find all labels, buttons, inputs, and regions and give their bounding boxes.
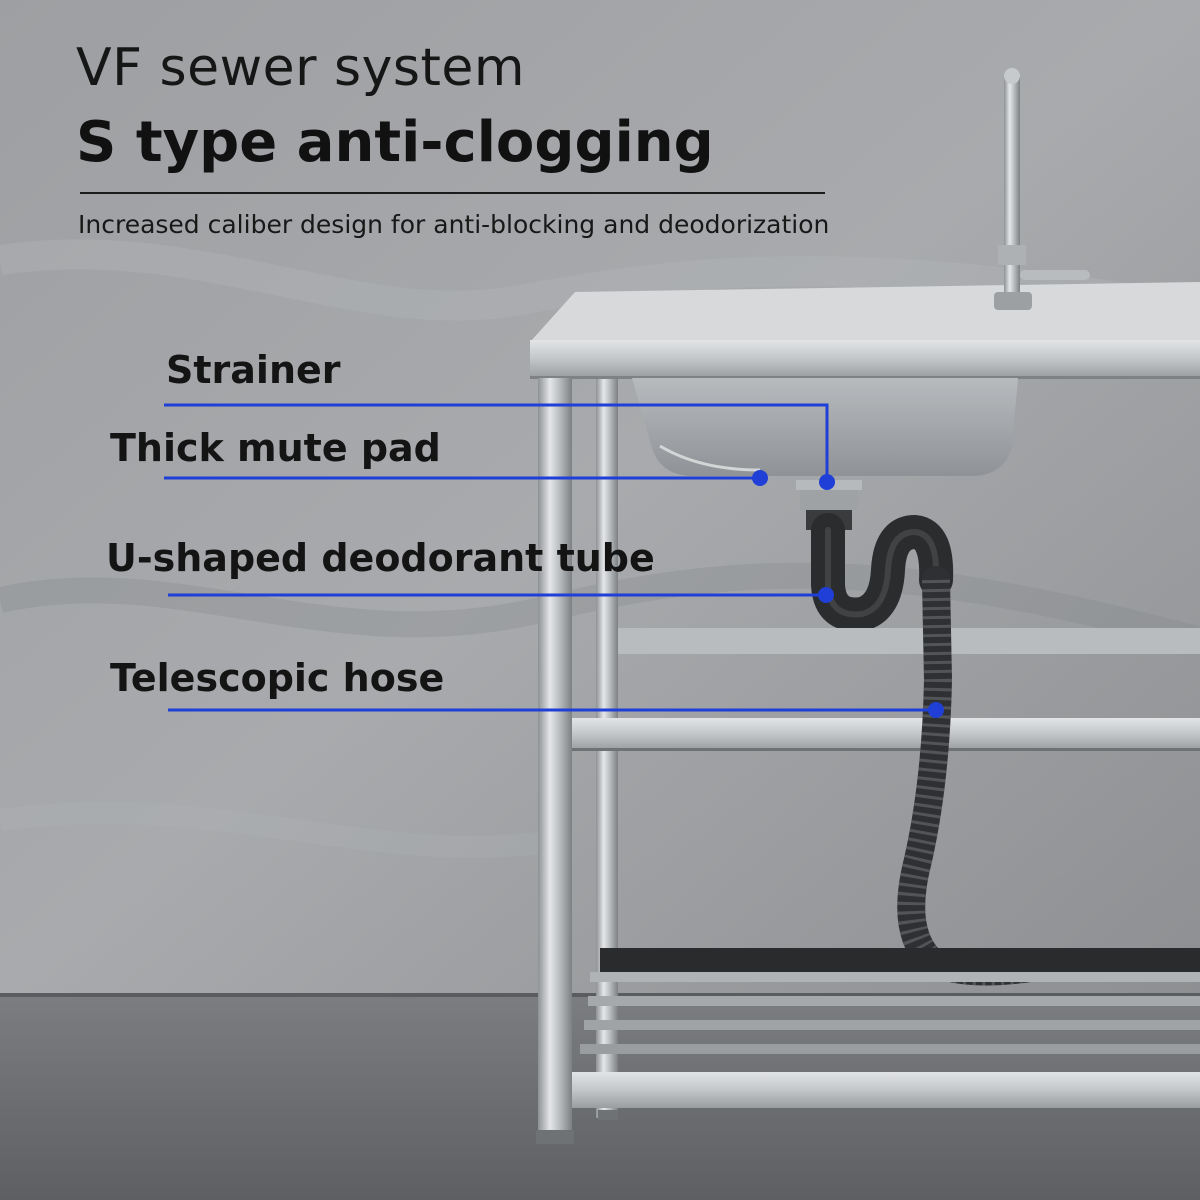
- callout-u-shaped-tube: U-shaped deodorant tube: [106, 536, 655, 580]
- callout-telescopic-hose: Telescopic hose: [110, 656, 445, 700]
- title-line-1: VF sewer system: [76, 38, 526, 98]
- callout-thick-mute-pad: Thick mute pad: [110, 426, 441, 470]
- title-line-2: S type anti-clogging: [76, 110, 714, 175]
- subtitle: Increased caliber design for anti-blocki…: [78, 210, 830, 239]
- callout-strainer: Strainer: [166, 348, 341, 392]
- title-divider: [80, 192, 825, 194]
